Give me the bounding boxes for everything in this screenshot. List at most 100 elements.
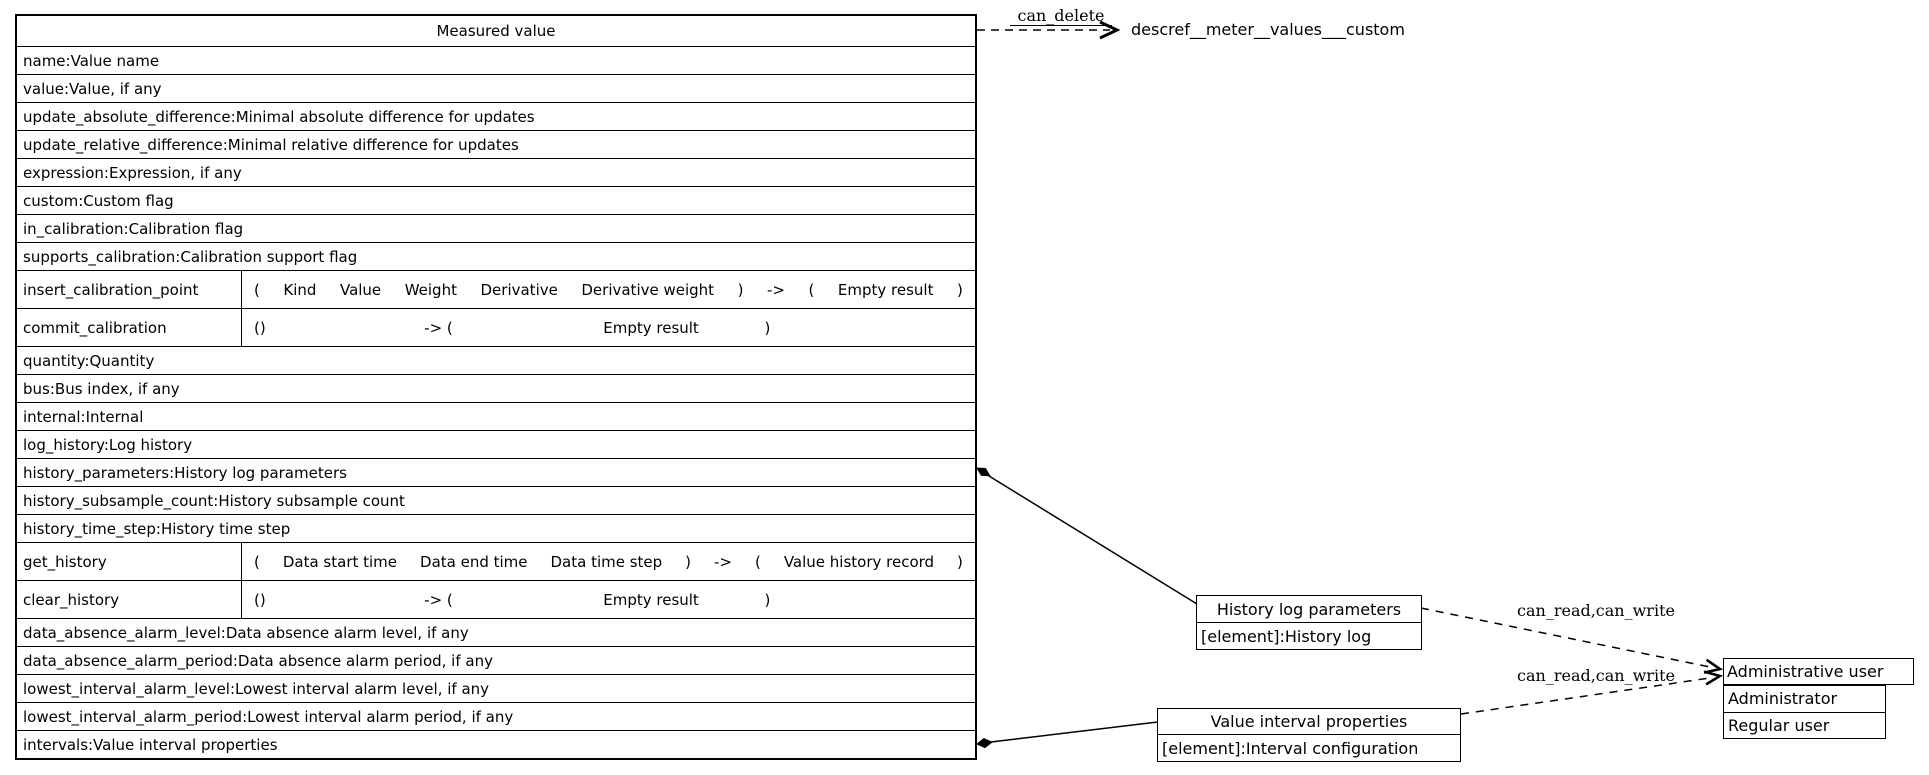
intervals-permission-dashed-edge	[1460, 677, 1711, 715]
attribute-text: value:Value, if any	[23, 79, 162, 98]
signature-token: Empty result	[603, 318, 699, 337]
can-delete-arrowhead-icon	[1099, 20, 1121, 40]
signature-token: )	[737, 280, 744, 299]
table-row: history_time_step:History time step	[17, 514, 975, 542]
method-name: insert_calibration_point	[17, 271, 242, 308]
box-title: Value interval properties	[1158, 709, 1460, 735]
signature-token: (	[254, 280, 260, 299]
signature-token: Empty result	[603, 590, 699, 609]
box-element-row: [element]:History log	[1201, 626, 1372, 646]
permission-arrowhead-icon	[1703, 658, 1724, 674]
table-row: value:Value, if any	[17, 74, 975, 102]
signature-token: (	[254, 552, 260, 571]
signature-token: Value history record	[783, 552, 935, 571]
can-read-write-label-2: can_read,can_write	[1517, 666, 1675, 685]
table-row: internal:Internal	[17, 402, 975, 430]
box-title: History log parameters	[1197, 596, 1421, 623]
history-permission-dashed-edge	[1420, 607, 1711, 668]
signature-token: (	[808, 280, 815, 299]
intervals-composition-edge	[990, 721, 1159, 743]
attribute-text: update_relative_difference:Minimal relat…	[23, 135, 519, 154]
measured-value-table: Measured value name:Value name value:Valu…	[15, 14, 977, 760]
attribute-text: log_history:Log history	[23, 435, 193, 454]
attribute-text: history_parameters:History log parameter…	[23, 463, 347, 482]
table-row: log_history:Log history	[17, 430, 975, 458]
table-row: history_subsample_count:History subsampl…	[17, 486, 975, 514]
signature-token: )	[685, 552, 692, 571]
attribute-text: in_calibration:Calibration flag	[23, 219, 244, 238]
signature-token: )	[957, 552, 963, 571]
box-element-row: [element]:Interval configuration	[1162, 738, 1419, 758]
attribute-text: data_absence_alarm_period:Data absence a…	[23, 651, 493, 670]
signature-token: Empty result	[837, 280, 934, 299]
table-row: history_parameters:History log parameter…	[17, 458, 975, 486]
history-log-parameters-box: History log parameters [element]:History…	[1196, 595, 1422, 650]
signature-token: ()	[254, 590, 266, 609]
method-signature: ()-> (Empty result)	[242, 309, 975, 346]
method-signature: ( Kind Value Weight Derivative Derivative wei…	[242, 271, 975, 308]
table-row: commit_calibration()-> (Empty result)	[17, 308, 975, 346]
table-row: clear_history()-> (Empty result)	[17, 580, 975, 618]
table-row: lowest_interval_alarm_level:Lowest inter…	[17, 674, 975, 702]
table-row: intervals:Value interval properties	[17, 730, 975, 758]
attribute-text: data_absence_alarm_level:Data absence al…	[23, 623, 469, 642]
attribute-text: intervals:Value interval properties	[23, 735, 278, 754]
table-row: expression:Expression, if any	[17, 158, 975, 186]
signature-token: )	[957, 280, 963, 299]
table-row: quantity:Quantity	[17, 346, 975, 374]
signature-token: Derivative	[480, 280, 558, 299]
signature-token: Kind	[283, 280, 317, 299]
composition-diamond-icon	[976, 738, 993, 749]
method-signature: ()-> (Empty result)	[242, 581, 975, 618]
method-name: get_history	[17, 543, 242, 580]
signature-token: -> (	[424, 590, 453, 609]
user-row: Administrator	[1728, 689, 1838, 708]
signature-token: Data time step	[550, 552, 663, 571]
attribute-text: internal:Internal	[23, 407, 144, 426]
signature-token: Data start time	[282, 552, 398, 571]
table-row: name:Value name	[17, 46, 975, 74]
class-rows: name:Value name value:Value, if any update…	[17, 46, 975, 758]
signature-token: ->	[714, 552, 732, 571]
table-row: update_absolute_difference:Minimal absol…	[17, 102, 975, 130]
attribute-text: quantity:Quantity	[23, 351, 155, 370]
table-row: bus:Bus index, if any	[17, 374, 975, 402]
table-row: supports_calibration:Calibration support…	[17, 242, 975, 270]
attribute-text: expression:Expression, if any	[23, 163, 242, 182]
attribute-text: history_time_step:History time step	[23, 519, 291, 538]
attribute-text: custom:Custom flag	[23, 191, 174, 210]
table-row: data_absence_alarm_level:Data absence al…	[17, 618, 975, 646]
attribute-text: name:Value name	[23, 51, 160, 70]
class-title: Measured value	[436, 22, 556, 40]
attribute-text: lowest_interval_alarm_period:Lowest inte…	[23, 707, 514, 726]
table-row: update_relative_difference:Minimal relat…	[17, 130, 975, 158]
attribute-text: bus:Bus index, if any	[23, 379, 180, 398]
attribute-text: supports_calibration:Calibration support…	[23, 247, 358, 266]
method-name: clear_history	[17, 581, 242, 618]
signature-token: -> (	[424, 318, 453, 337]
administrative-user-header: Administrative user	[1723, 658, 1914, 685]
table-row: in_calibration:Calibration flag	[17, 214, 975, 242]
attribute-text: history_subsample_count:History subsampl…	[23, 491, 405, 510]
signature-token: ->	[766, 280, 785, 299]
can-delete-edge-label[interactable]: can_delete	[1010, 6, 1112, 26]
external-node-descref: descref__meter__values___custom	[1131, 20, 1405, 39]
signature-token: Value	[339, 280, 382, 299]
permission-arrowhead-icon	[1703, 670, 1724, 686]
method-name: commit_calibration	[17, 309, 242, 346]
table-row: custom:Custom flag	[17, 186, 975, 214]
user-row: Regular user	[1724, 711, 1885, 738]
history-composition-edge	[988, 475, 1198, 605]
attribute-text: lowest_interval_alarm_level:Lowest inter…	[23, 679, 490, 698]
signature-token: ()	[254, 318, 266, 337]
signature-token: Weight	[404, 280, 457, 299]
value-interval-properties-box: Value interval properties [element]:Inte…	[1157, 708, 1461, 762]
signature-token: Derivative weight	[581, 280, 715, 299]
table-row: data_absence_alarm_period:Data absence a…	[17, 646, 975, 674]
can-read-write-label-1: can_read,can_write	[1517, 601, 1675, 620]
table-row: lowest_interval_alarm_period:Lowest inte…	[17, 702, 975, 730]
